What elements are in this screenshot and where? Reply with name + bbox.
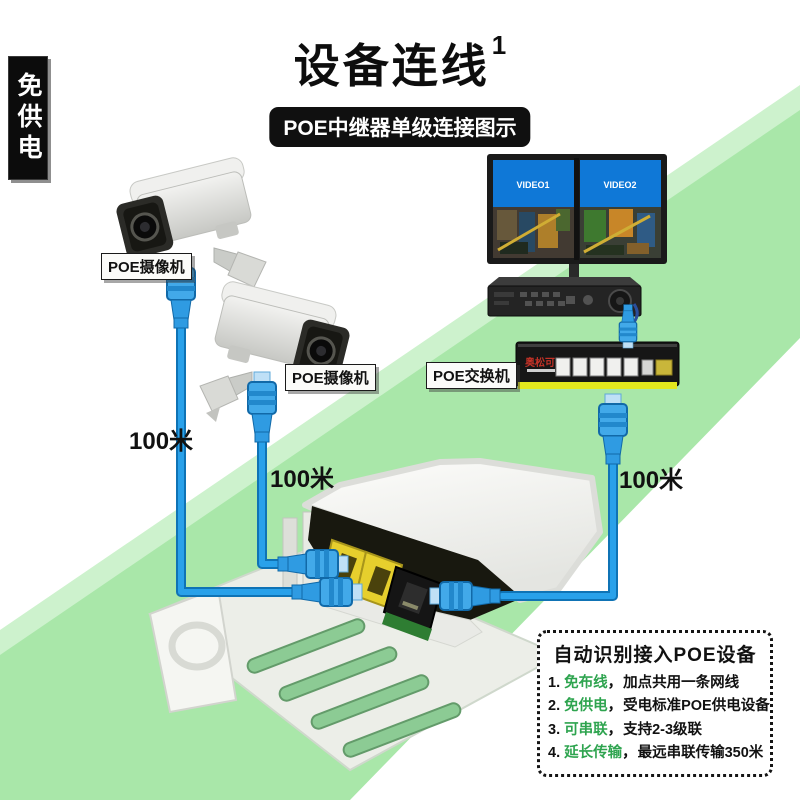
info-item-keyword: 免布线 — [564, 675, 608, 691]
info-item-number: 1. — [548, 675, 561, 691]
info-item-separator: ， — [607, 675, 623, 691]
info-item-desc: 支持2-3级联 — [623, 721, 703, 738]
camera2-label: POE摄像机 — [285, 364, 376, 391]
page-title: 设备连线1 — [0, 30, 800, 96]
info-item-keyword: 可串联 — [564, 721, 608, 738]
info-item-number: 2. — [548, 698, 561, 715]
cables — [176, 323, 618, 601]
info-item-desc: 最远串联传输350米 — [637, 745, 764, 762]
camera-1 — [116, 157, 267, 298]
cable3-length-label: 100米 — [619, 467, 684, 494]
dvr-recorder — [487, 277, 642, 344]
info-item-2: 2.免供电，受电标准POE供电设备 — [548, 695, 770, 718]
rj45-plug-switch-out — [598, 393, 628, 465]
info-item-3: 3.可串联，支持2-3级联 — [548, 719, 762, 742]
monitor-2-screen — [580, 160, 661, 207]
info-item-keyword: 免供电 — [564, 698, 608, 715]
switch-label: POE交换机 — [426, 362, 517, 389]
info-item-1: 1.免布线，加点共用一条网线 — [548, 672, 762, 695]
camera1-label: POE摄像机 — [101, 253, 192, 280]
side-tag: 免供电 — [8, 56, 48, 180]
title-text: 设备连线 — [293, 40, 490, 92]
cable1-length-label: 100米 — [129, 428, 194, 455]
cable2-length-label: 100米 — [270, 466, 335, 493]
switch-yellow-stripe — [518, 382, 677, 389]
monitor-wall: VIDEO1 VIDEO2 — [487, 154, 667, 296]
info-item-number: 4. — [548, 745, 561, 762]
info-item-separator: ， — [607, 698, 623, 715]
pcb-edge — [382, 612, 432, 641]
subtitle-badge: POE中继器单级连接图示 — [269, 107, 531, 147]
monitor-2-caption: VIDEO2 — [603, 180, 636, 190]
title-superscript: 1 — [491, 30, 507, 60]
info-item-separator: ， — [622, 745, 637, 762]
info-box: 自动识别接入POE设备 1.免布线，加点共用一条网线 2.免供电，受电标准POE… — [537, 630, 773, 777]
poe-switch: 奥松可 — [515, 341, 680, 389]
switch-ports — [555, 357, 673, 377]
info-item-4: 4.延长传输，最远串联传输350米 — [548, 742, 764, 765]
info-item-desc: 受电标准POE供电设备 — [623, 698, 770, 715]
switch-brand-logo: 奥松可 — [525, 356, 555, 369]
rj45-plug-camera2 — [247, 371, 277, 443]
camera-2 — [199, 281, 350, 422]
info-item-number: 3. — [548, 721, 561, 738]
info-item-keyword: 延长传输 — [564, 745, 623, 762]
info-box-title: 自动识别接入POE设备 — [553, 645, 757, 666]
info-item-desc: 加点共用一条网线 — [623, 675, 740, 691]
monitor-1-caption: VIDEO1 — [516, 180, 549, 190]
info-item-separator: ， — [607, 721, 623, 738]
monitor-1-screen — [493, 160, 574, 207]
